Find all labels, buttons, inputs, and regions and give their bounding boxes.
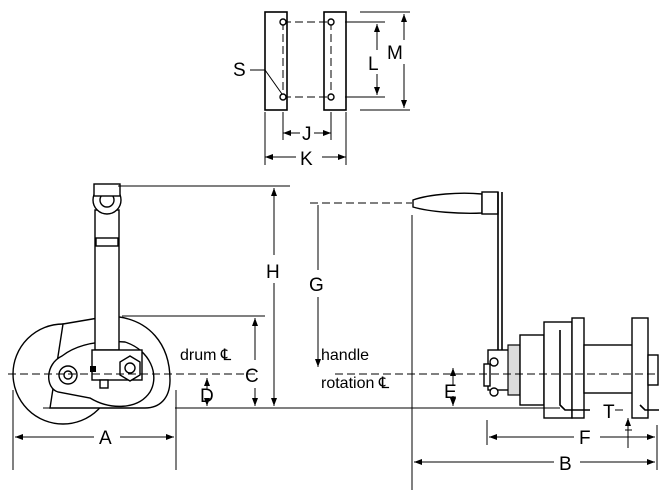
label-j: J <box>302 124 312 145</box>
winch-side-view <box>12 183 171 425</box>
label-d: D <box>200 386 214 407</box>
label-l: L <box>368 54 379 75</box>
label-a: A <box>99 428 112 449</box>
winch-front-view <box>412 191 659 419</box>
arrowheads <box>15 14 655 465</box>
mounting-bracket-view <box>250 11 410 165</box>
centerlines <box>8 202 659 375</box>
label-s: S <box>233 60 246 81</box>
label-drum-centerline: drum ℄ <box>180 347 232 364</box>
label-handle-rotation-centerline: rotation ℄ <box>321 375 390 392</box>
label-t: T <box>603 402 615 423</box>
label-c: C <box>245 366 259 387</box>
label-h: H <box>266 262 280 283</box>
label-g: G <box>309 275 324 296</box>
label-e: E <box>444 382 457 403</box>
label-k: K <box>300 149 313 170</box>
label-handle: handle <box>321 347 369 364</box>
label-b: B <box>559 454 572 475</box>
label-f: F <box>579 428 591 449</box>
dimension-lines <box>12 185 658 490</box>
label-m: M <box>387 43 403 64</box>
